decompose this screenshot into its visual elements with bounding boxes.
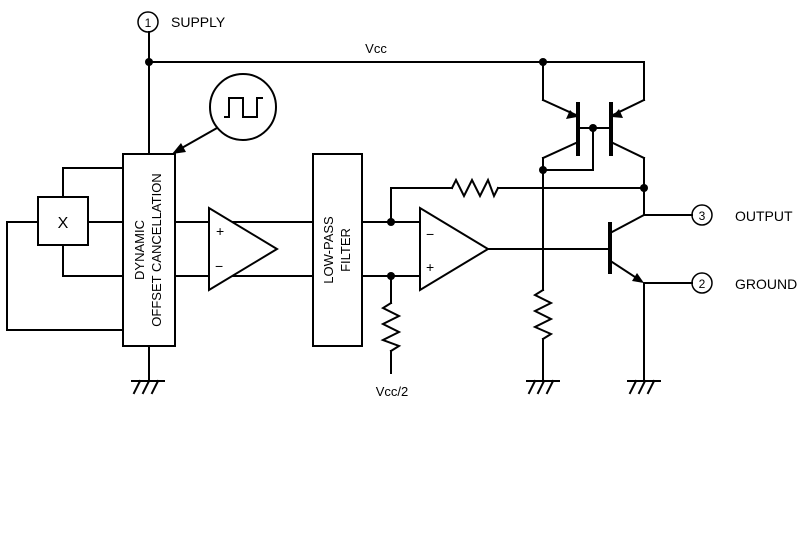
comparator-inputs [361,187,645,280]
pulldown-resistor [532,288,554,382]
offset-cancellation-label-line1: DYNAMIC [132,220,147,280]
amplifier-plus-sign: + [216,223,224,239]
ground-icon [627,379,661,395]
vcc-rail: Vcc [145,31,645,155]
feedback-resistor [450,177,500,199]
ground-icon [131,379,165,395]
bias-resistor: Vcc/2 [376,275,409,399]
vcc-half-label: Vcc/2 [376,384,409,399]
amplifier-minus-sign: − [215,258,223,274]
ground-pin: 2 GROUND [691,272,797,294]
hall-element-label: X [58,215,69,232]
output-pin: 3 OUTPUT [691,204,793,226]
supply-pin: 1 SUPPLY [137,11,226,33]
output-pin-number: 3 [699,209,706,223]
supply-pin-number: 1 [145,16,152,30]
offset-cancellation-block: DYNAMIC OFFSET CANCELLATION [122,153,176,382]
supply-pin-label: SUPPLY [171,14,226,30]
pnp-transistor-icon [539,61,648,291]
amplifier: + − [174,206,314,292]
ground-pin-number: 2 [699,277,706,291]
ground-icon [526,379,560,395]
comparator: − + [419,206,611,292]
offset-cancellation-label-line2: OFFSET CANCELLATION [149,173,164,326]
comparator-plus-sign: + [426,259,434,275]
filter-label-line2: FILTER [338,228,353,272]
ground-pin-label: GROUND [735,276,797,292]
comparator-minus-sign: − [426,226,434,242]
hall-element: X [6,167,124,331]
filter-label-line1: LOW-PASS [321,216,336,284]
low-pass-filter-block: LOW-PASS FILTER [312,153,363,347]
clock-square-wave-icon [172,73,277,154]
vcc-net-label: Vcc [365,41,387,56]
output-pin-label: OUTPUT [735,208,793,224]
npn-transistor-icon [608,213,693,382]
